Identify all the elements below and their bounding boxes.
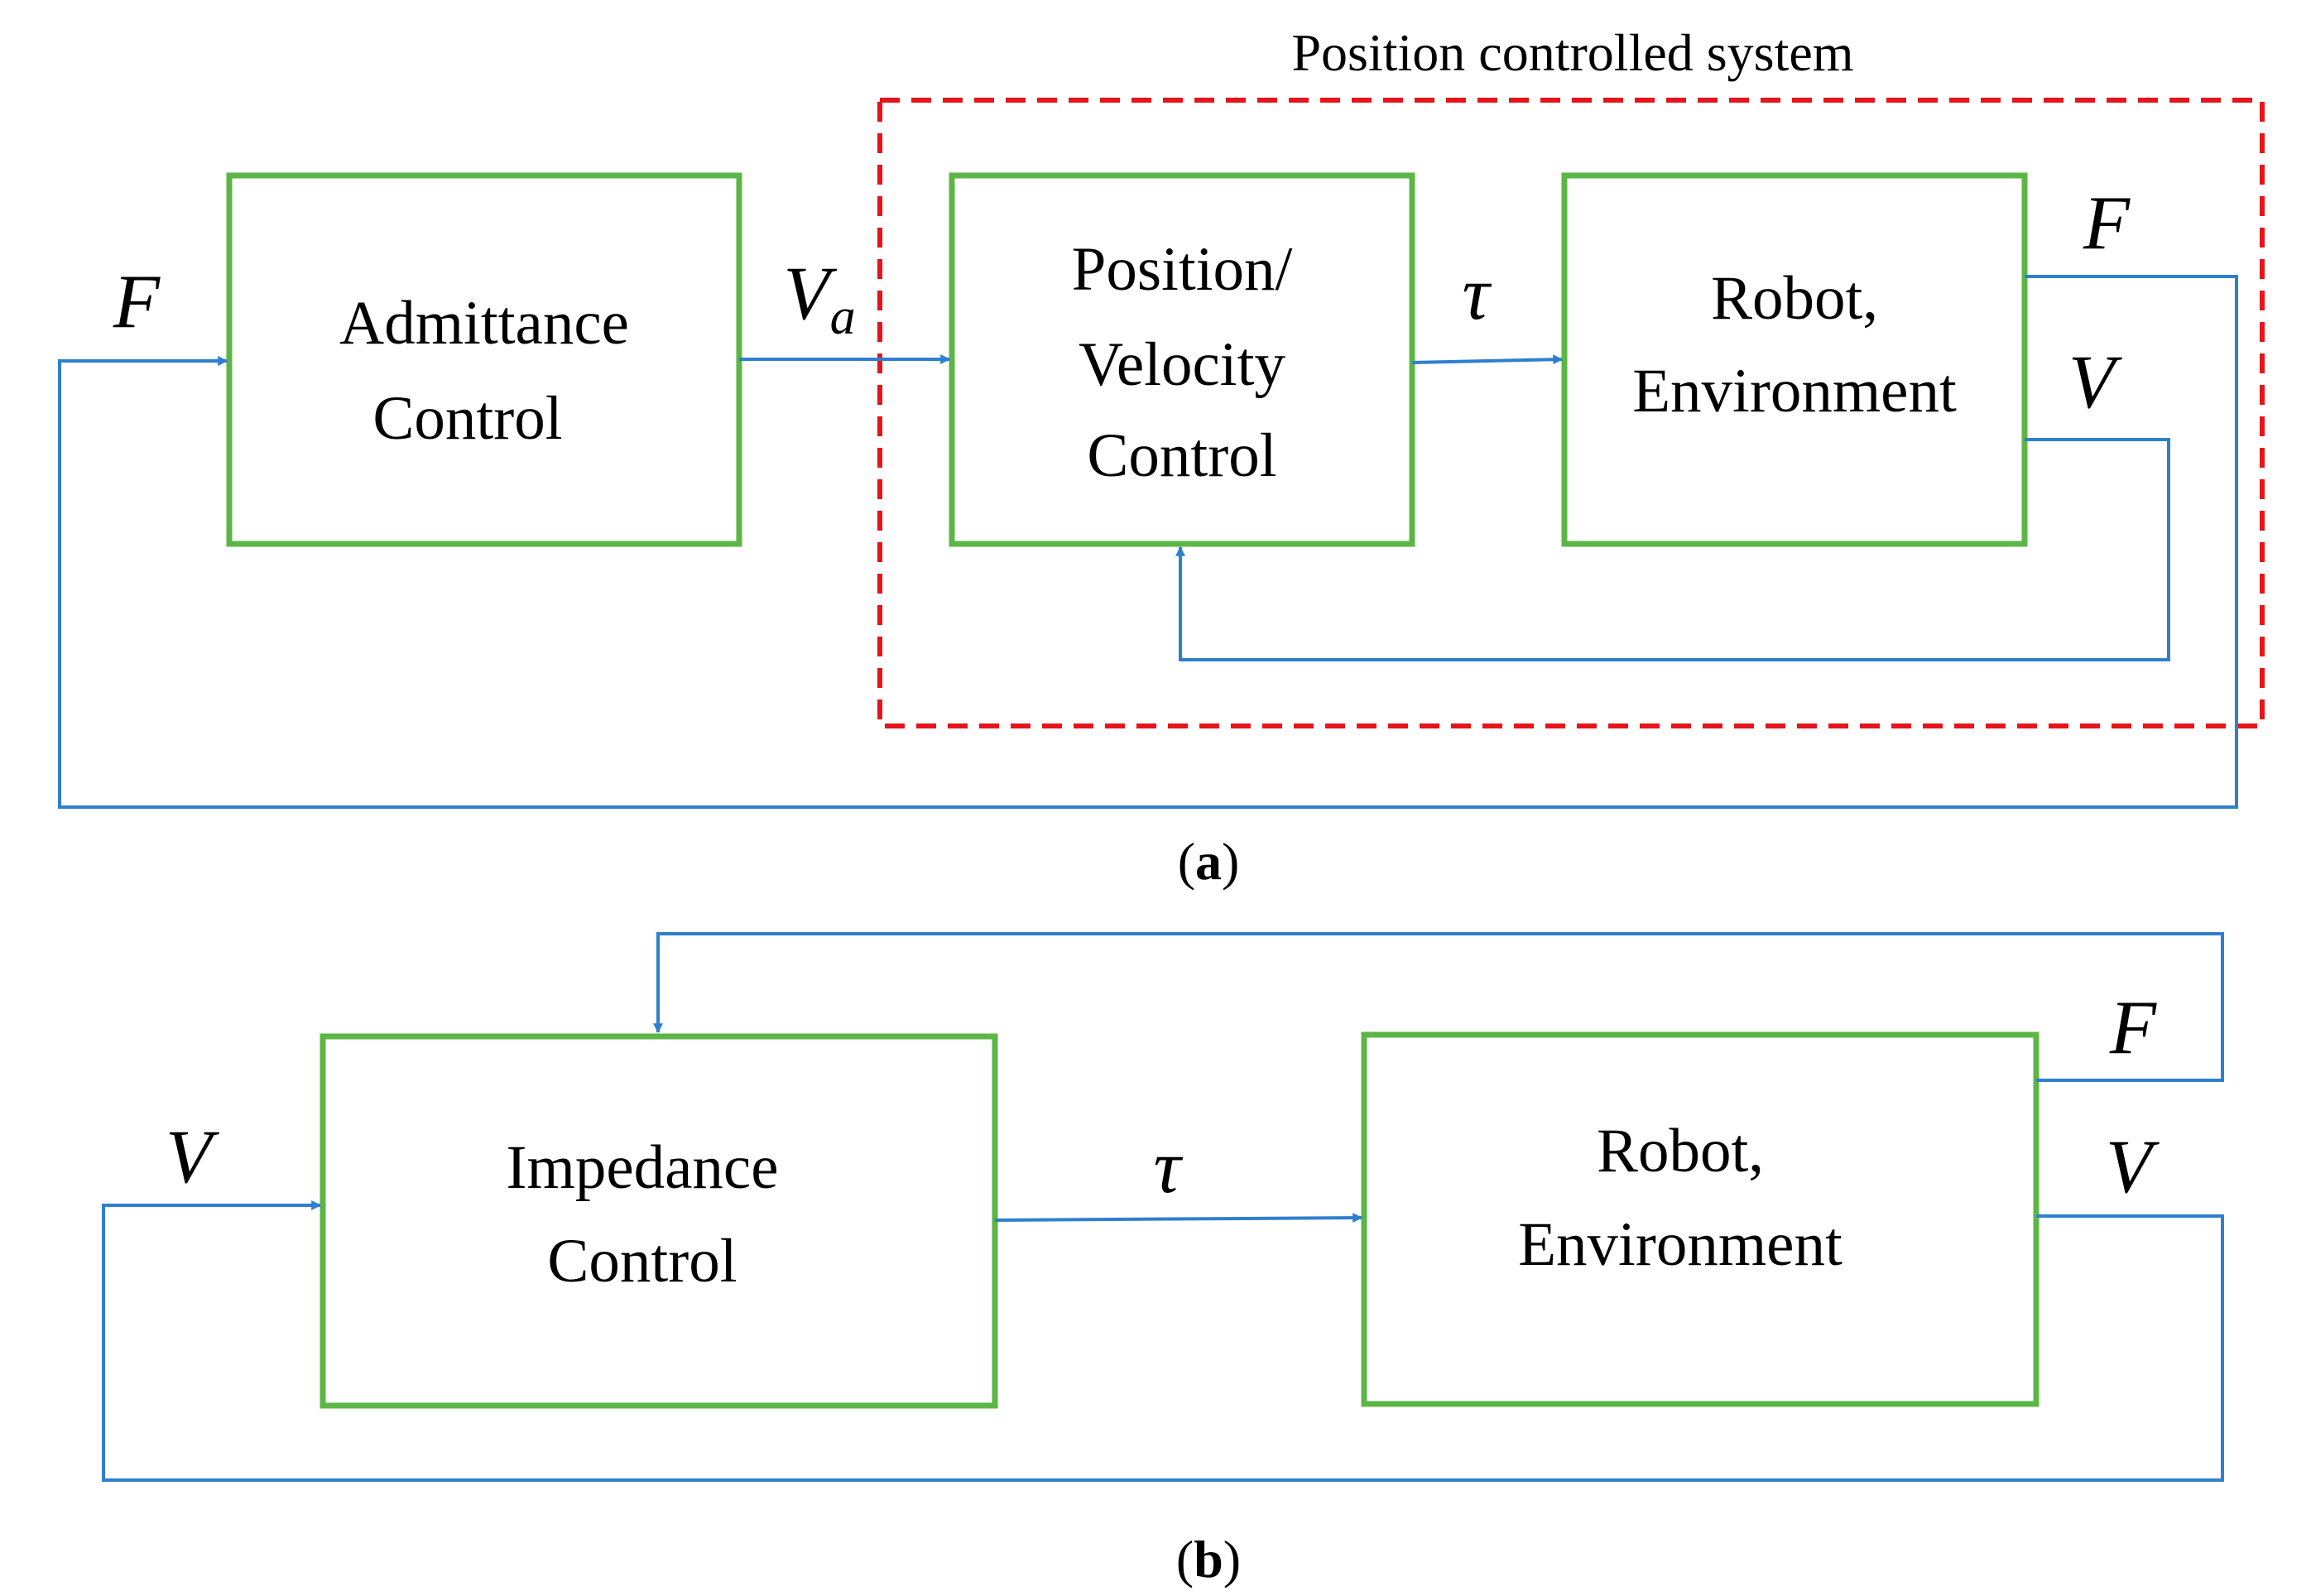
impedance-control-label-line2: Control (547, 1227, 737, 1296)
force-feedback-line-b (653, 932, 2224, 1082)
diagram-b: Impedance Control Robot, Environment V τ… (102, 932, 2224, 1589)
force-input-label-a: F (113, 259, 161, 344)
caption-a-letter: a (1195, 832, 1222, 891)
tau-label-b: τ (1154, 1124, 1184, 1209)
boundary-label: Position controlled system (1291, 23, 1853, 82)
robot-environment-a-label-line2: Environment (1632, 357, 1957, 425)
robot-environment-a-label-line1: Robot, (1711, 264, 1878, 333)
va-label-subscript: a (830, 289, 856, 345)
velocity-feedback-line-b (102, 1200, 2224, 1482)
tau-signal-line-b (994, 1213, 1363, 1223)
diagram-a: Position controlled system Admittance Co… (58, 23, 2265, 891)
velocity-input-label-b: V (166, 1114, 220, 1199)
velocity-output-label-a: V (2068, 339, 2123, 424)
impedance-control-block (320, 1033, 998, 1409)
caption-b-letter: b (1194, 1530, 1223, 1589)
position-velocity-control-block (949, 172, 1415, 547)
admittance-control-label-line2: Control (372, 384, 562, 453)
impedance-control-label-line1: Impedance (507, 1133, 779, 1202)
va-label-base: V (783, 251, 838, 335)
position-velocity-label-line2: Velocity (1079, 330, 1285, 399)
va-label: Va (783, 251, 855, 345)
admittance-control-block (226, 172, 742, 547)
force-feedback-line-a (58, 275, 2238, 809)
robot-environment-b-label-line1: Robot, (1597, 1117, 1764, 1185)
caption-a: (a) (1178, 832, 1240, 891)
position-velocity-label-line1: Position/ (1072, 235, 1293, 304)
velocity-output-label-b: V (2106, 1124, 2160, 1209)
tau-signal-line-a (1411, 354, 1564, 365)
admittance-control-label: Admittance (339, 289, 629, 358)
position-velocity-label-line3: Control (1087, 421, 1276, 490)
force-output-label-a: F (2083, 180, 2131, 265)
robot-environment-block-a (1561, 172, 2028, 547)
caption-b: (b) (1176, 1530, 1241, 1589)
robot-environment-b-label-line2: Environment (1518, 1210, 1843, 1279)
tau-label-a: τ (1463, 251, 1492, 335)
velocity-feedback-line-a (1175, 438, 2170, 661)
robot-environment-block-b (1361, 1031, 2040, 1407)
force-output-label-b: F (2109, 985, 2157, 1070)
